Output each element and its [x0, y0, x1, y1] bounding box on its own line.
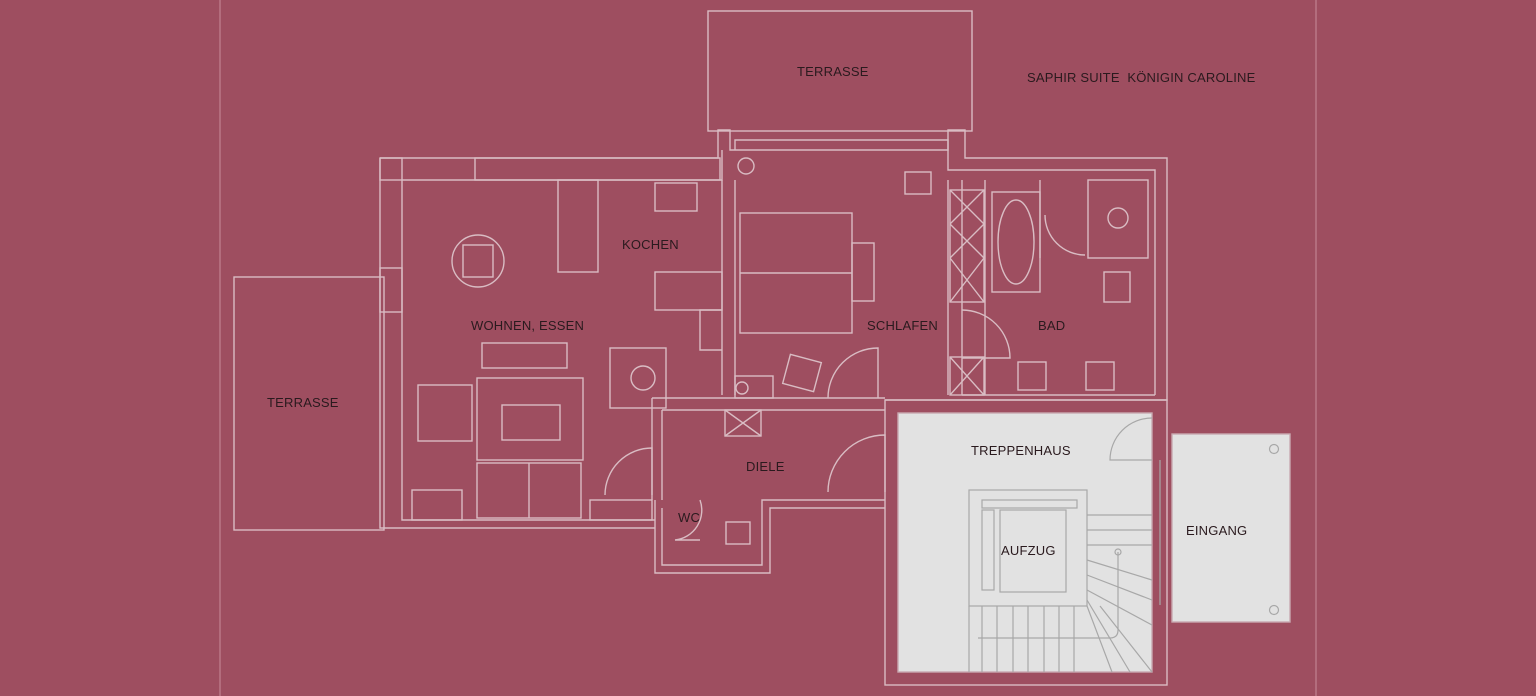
staircase	[968, 417, 1161, 673]
furniture	[411, 157, 1149, 545]
label-bath: BAD	[1038, 318, 1066, 333]
label-terrace-top: TERRASSE	[797, 64, 869, 79]
stairwell-outer	[884, 399, 1168, 686]
doors	[604, 180, 1086, 541]
label-entrance: EINGANG	[1186, 523, 1248, 538]
suite-title: SAPHIR SUITE KÖNIGIN CAROLINE	[1027, 70, 1256, 85]
entrance-column	[1268, 443, 1280, 455]
label-bedroom: SCHLAFEN	[867, 318, 938, 333]
label-hall: DIELE	[746, 459, 785, 474]
label-terrace-left: TERRASSE	[267, 395, 339, 410]
entrance-column	[1268, 604, 1280, 616]
label-elevator: AUFZUG	[1001, 543, 1056, 558]
label-wc: WC	[678, 510, 701, 525]
terrace-left-area	[233, 276, 385, 531]
terrace-top-area	[707, 10, 973, 132]
label-living-dining: WOHNEN, ESSEN	[471, 318, 585, 333]
label-kitchen: KOCHEN	[622, 237, 679, 252]
label-stairwell: TREPPENHAUS	[971, 443, 1071, 458]
elevator-shaft	[968, 489, 1088, 607]
entrance-area	[1171, 433, 1291, 623]
